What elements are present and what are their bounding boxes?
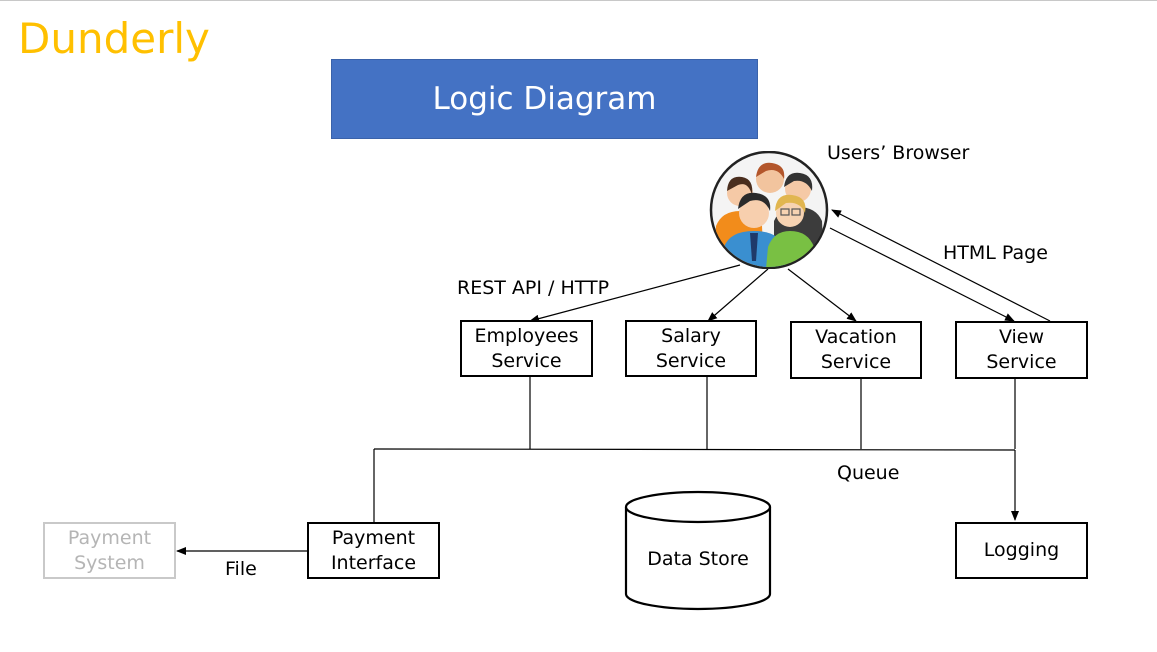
users-group-icon [708,150,830,270]
salary-service-line1: Salary [661,324,721,347]
html-page-label: HTML Page [943,242,1048,264]
top-divider [0,0,1157,1]
payment-system-line1: Payment [67,526,152,549]
rest-api-label: REST API / HTTP [457,277,610,299]
arrow-browser-vacation [787,268,857,322]
file-label: File [225,558,257,580]
payment-system-line2: System [74,551,145,574]
queue-label: Queue [837,462,900,484]
view-service-line2: Service [986,351,1057,373]
vacation-service-line2: Service [820,351,892,373]
employees-service-line2: Service [491,349,562,372]
queue-bus [373,448,1016,451]
salary-service-line2: Service [655,349,727,372]
arrow-browser-salary [707,268,769,322]
arrow-view-browser [831,209,1051,322]
payment-interface-line1: Payment [331,526,416,549]
arrow-browser-view [829,227,1015,322]
vacation-service-line1: Vacation [815,326,897,348]
employees-service-line1: Employees [474,324,579,347]
logging-box[interactable]: Logging [955,522,1088,579]
payment-interface-line2: Interface [330,551,417,574]
data-store-cylinder [624,490,772,611]
browser-label: Users’ Browser [827,142,970,164]
arrow-browser-employees [529,264,741,323]
diagram-title: Logic Diagram [331,59,758,139]
brand-logo: Dunderly [18,14,210,63]
logging-label: Logging [983,539,1060,561]
data-store-label: Data Store [647,548,749,570]
view-service-line1: View [998,326,1045,348]
